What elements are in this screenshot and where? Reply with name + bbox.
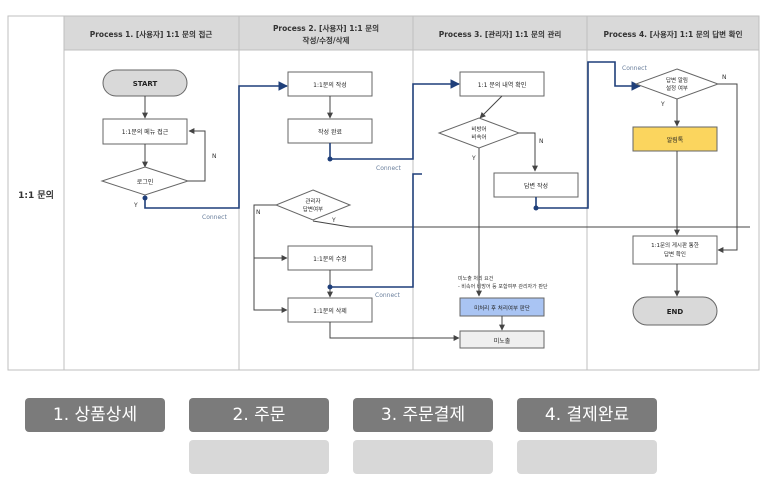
column-title-2-line2: 작성/수정/삭제	[303, 35, 350, 45]
hidden-label: 미노출	[494, 337, 511, 345]
step-4-placeholder	[517, 440, 657, 474]
column-title-3: Process 3. [관리자] 1:1 문의 관리	[439, 29, 562, 39]
start-label: START	[133, 80, 158, 88]
answer-write-label: 답변 작성	[524, 182, 548, 190]
row-label: 1:1 문의	[18, 189, 54, 201]
column-title-4: Process 4. [사용자] 1:1 문의 답변 확인	[604, 29, 743, 39]
process-flow-diagram: Process 1. [사용자] 1:1 문의 접근 Process 2. [사…	[7, 15, 760, 371]
admin-n-label: N	[256, 209, 261, 216]
abuse-label-2: 비속어	[471, 133, 486, 141]
check-label-1: 1:1문의 게시판 통한	[651, 241, 699, 249]
noti-label-1: 답변 알림	[666, 76, 688, 84]
step-2-placeholder	[189, 440, 329, 474]
end-label: END	[667, 308, 684, 316]
login-decision	[100, 166, 190, 196]
admin-answer-decision	[274, 189, 352, 221]
check-label-2: 답변 확인	[664, 250, 686, 258]
noti-n-label: N	[722, 74, 727, 81]
hide-condition-line1: 미노출 처리 요건	[458, 275, 494, 282]
header-band	[63, 15, 760, 51]
admin-y-label: Y	[331, 217, 336, 224]
delete-box	[287, 297, 373, 323]
login-y-label: Y	[133, 202, 138, 209]
view-list-label: 1:1 문의 내역 확인	[478, 81, 527, 89]
edit-label: 1:1문의 수정	[313, 255, 347, 263]
end-terminal	[632, 296, 718, 326]
connect-label-4: Connect	[622, 65, 647, 72]
step-3-placeholder	[353, 440, 493, 474]
menu-access-box	[102, 118, 188, 145]
step-2-order[interactable]: 2. 주문	[189, 398, 329, 432]
write-done-label: 작성 완료	[318, 128, 342, 136]
alarm-label: 알림톡	[667, 136, 684, 144]
column-title-2-line1: Process 2. [사용자] 1:1 문의	[273, 23, 379, 33]
write-label: 1:1문의 작성	[313, 81, 347, 89]
write-done-box	[287, 118, 373, 144]
hide-decide-label: 미처리 후 처리여부 판단	[474, 304, 530, 312]
connect-label-2: Connect	[376, 165, 401, 172]
connect-label-3: Connect	[375, 292, 400, 299]
delete-label: 1:1문의 삭제	[313, 307, 347, 315]
column-title-1: Process 1. [사용자] 1:1 문의 접근	[90, 29, 213, 39]
step-1-product-detail[interactable]: 1. 상품상세	[25, 398, 165, 432]
menu-access-label: 1:1문의 메뉴 접근	[122, 128, 169, 136]
check-box	[632, 235, 718, 265]
login-label: 로그인	[137, 179, 154, 186]
abuse-label-1: 비방어	[471, 125, 486, 133]
admin-answer-label-2: 답변여부	[303, 205, 323, 213]
step-4-payment-complete[interactable]: 4. 결제완료	[517, 398, 657, 432]
connect-label-1: Connect	[202, 214, 227, 221]
answer-write-box	[493, 172, 579, 198]
noti-label-2: 설정 여부	[666, 84, 688, 92]
abuse-n-label: N	[539, 138, 544, 145]
step-3-order-payment[interactable]: 3. 주문결제	[353, 398, 493, 432]
view-list-box	[459, 71, 545, 97]
hide-condition-line2: - 비속어 비방어 등 포함여부 관리자가 판단	[458, 283, 548, 290]
hidden-box	[459, 330, 545, 349]
abuse-y-label: Y	[471, 155, 476, 162]
login-n-label: N	[212, 153, 217, 160]
alarm-box	[632, 126, 718, 152]
admin-answer-label-1: 관리자	[305, 197, 320, 205]
noti-y-label: Y	[660, 101, 665, 108]
